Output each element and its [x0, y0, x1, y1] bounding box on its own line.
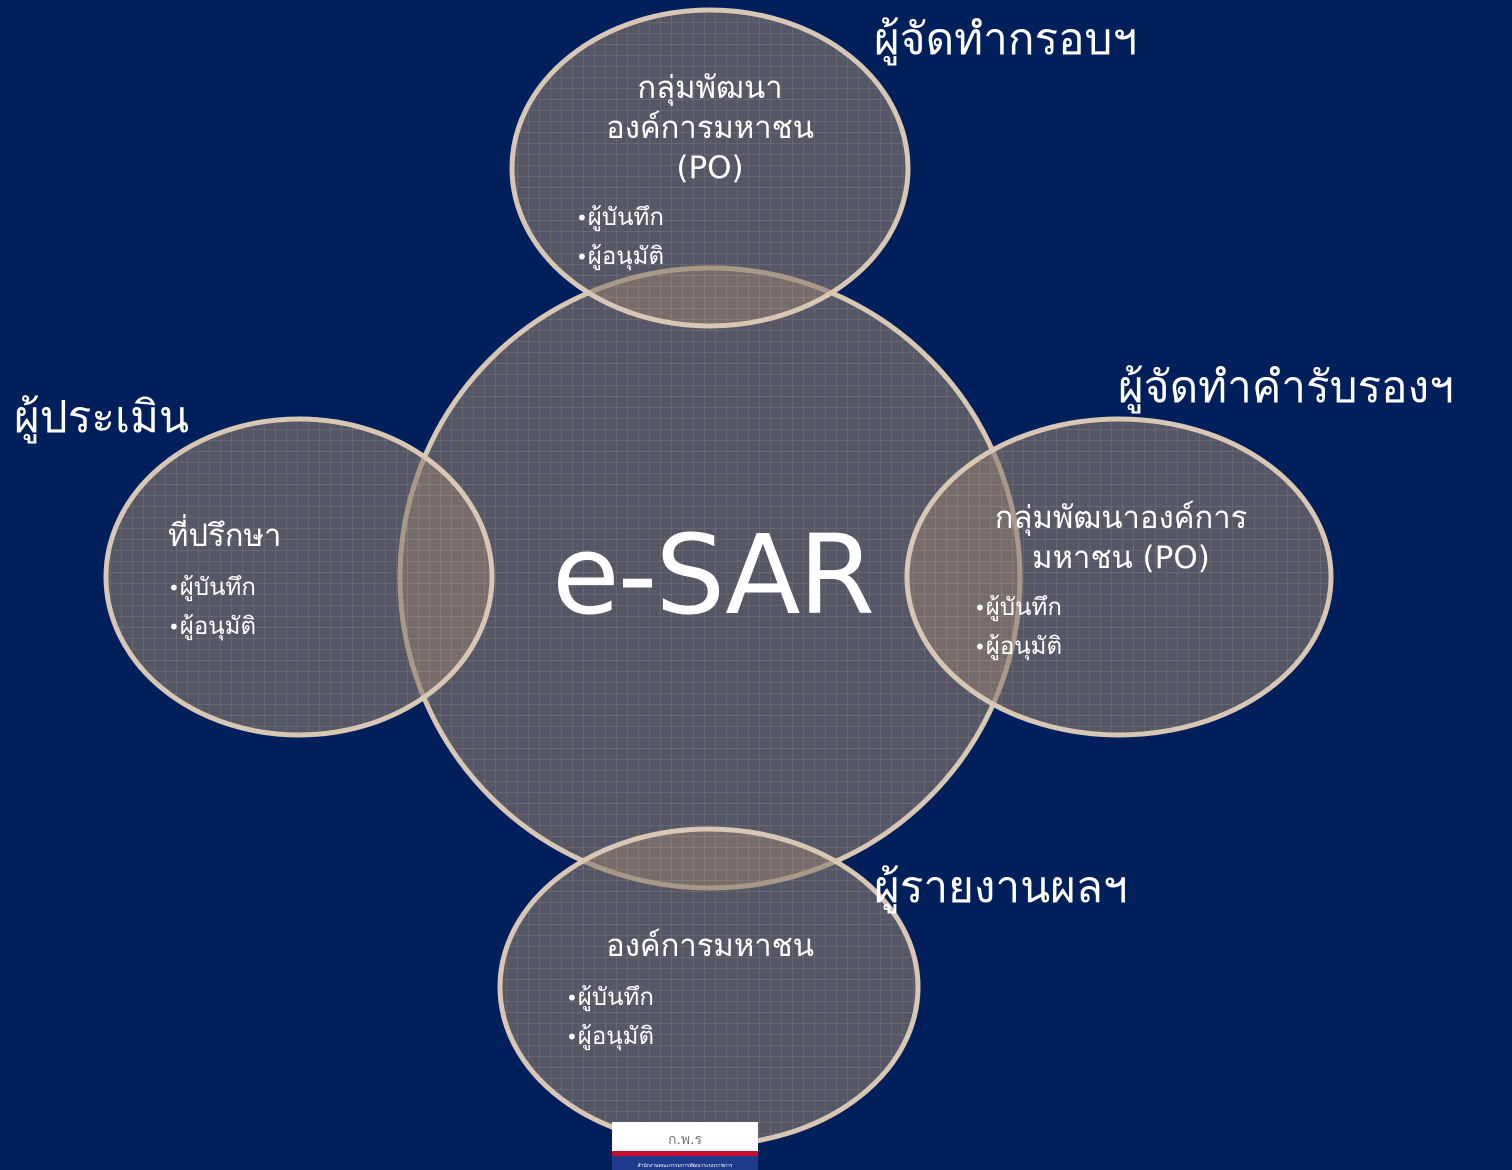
bottom-node-ellipse [497, 826, 921, 1148]
list-item: •ผู้อนุมัติ [576, 242, 665, 270]
center-label: e-SAR [552, 511, 875, 639]
top-node-title-line: องค์การมหาชน [606, 110, 814, 146]
list-item: •ผู้บันทึก [168, 573, 256, 601]
left-node-title: ที่ปรึกษา [168, 516, 281, 556]
logo-subtitle: สำนักงานคณะกรรมการพัฒนาระบบราชการ [637, 1163, 732, 1169]
bottom-node-title: องค์การมหาชน [560, 926, 860, 966]
ocpdc-logo: ก.พ.ร สำนักงานคณะกรรมการพัฒนาระบบราชการ [612, 1122, 758, 1170]
list-item: •ผู้บันทึก [566, 983, 654, 1011]
logo-text: ก.พ.ร [668, 1132, 703, 1148]
center-circle [397, 265, 1023, 891]
list-item: •ผู้บันทึก [576, 203, 664, 231]
role-label-top: ผู้จัดทำกรอบฯ [874, 14, 1138, 65]
top-node-ellipse [509, 7, 911, 329]
bottom-node-bullets: •ผู้บันทึก •ผู้อนุมัติ [566, 978, 654, 1056]
top-node-bullets: •ผู้บันทึก •ผู้อนุมัติ [576, 198, 664, 276]
right-node-ellipse [904, 416, 1334, 738]
left-node-title-line: ที่ปรึกษา [168, 518, 282, 554]
right-node-bullets: •ผู้บันทึก •ผู้อนุมัติ [974, 588, 1062, 666]
left-node-bullets: •ผู้บันทึก •ผู้อนุมัติ [168, 568, 256, 646]
right-node-title-line: กลุ่มพัฒนาองค์การ [994, 500, 1248, 536]
left-node-ellipse [103, 416, 495, 738]
bottom-node-title-line: องค์การมหาชน [606, 928, 814, 964]
top-node-title: กลุ่มพัฒนา องค์การมหาชน (PO) [560, 68, 860, 188]
list-item: •ผู้อนุมัติ [168, 612, 257, 640]
right-node-title-line: มหาชน (PO) [1032, 540, 1210, 576]
role-label-left: ผู้ประเมิน [14, 392, 190, 443]
top-node-title-line: (PO) [676, 150, 744, 186]
right-node-title: กลุ่มพัฒนาองค์การ มหาชน (PO) [966, 498, 1276, 578]
list-item: •ผู้อนุมัติ [974, 632, 1063, 660]
list-item: •ผู้อนุมัติ [566, 1022, 655, 1050]
role-label-right: ผู้จัดทำคำรับรองฯ [1118, 362, 1454, 413]
top-node-title-line: กลุ่มพัฒนา [637, 70, 783, 106]
list-item: •ผู้บันทึก [974, 593, 1062, 621]
role-label-bottom: ผู้รายงานผลฯ [874, 862, 1128, 913]
